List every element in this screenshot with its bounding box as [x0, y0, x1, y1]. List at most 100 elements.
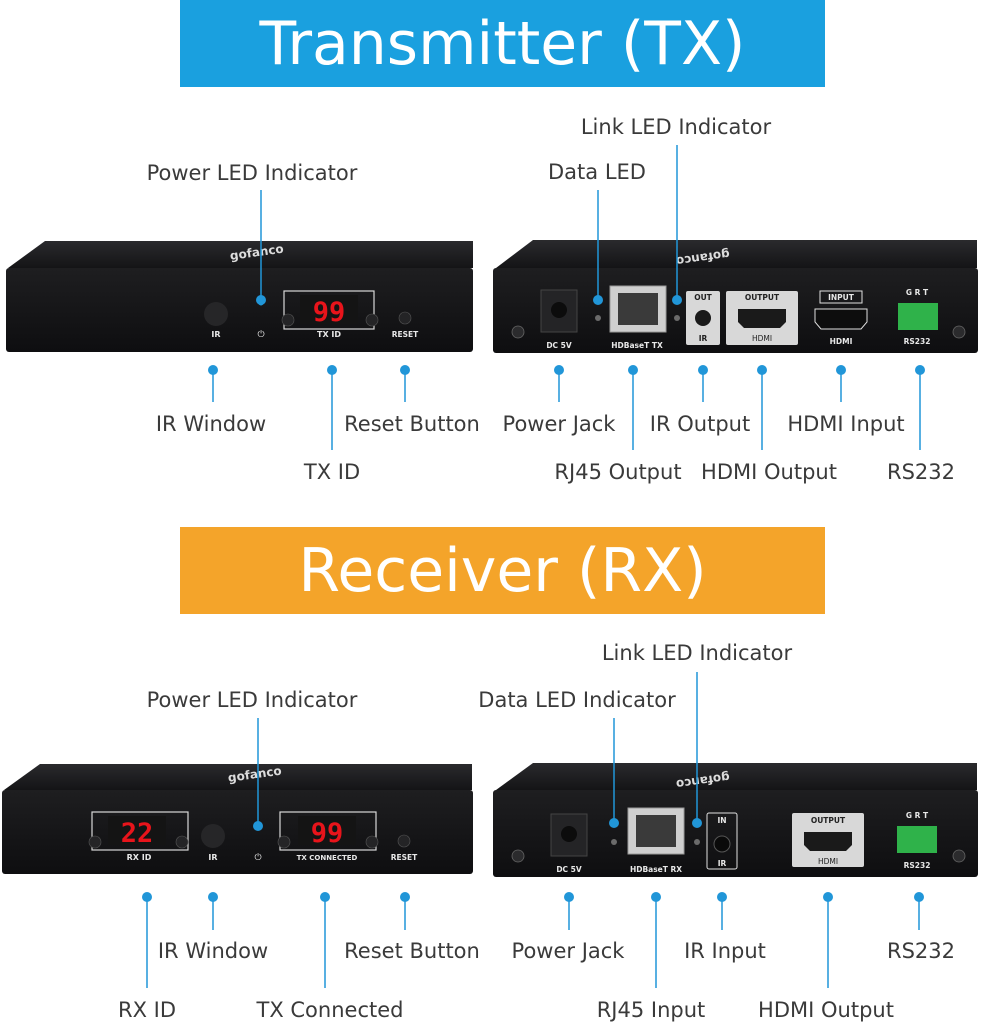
tx-data-led-callout: Data LED: [548, 160, 646, 184]
tx-power-jack-callout: Power Jack: [502, 412, 616, 436]
rx-link-led-dot: [692, 818, 702, 828]
rx-ir-in-frame: [706, 812, 738, 870]
rx-ir-window: [201, 824, 225, 848]
tx-rs232-dot: [915, 365, 925, 375]
tx-reset-dot: [400, 365, 410, 375]
tx-id-label: TX ID: [317, 330, 341, 339]
rx-hdbt-label: HDBaseT RX: [630, 865, 682, 874]
rx-id-display-value: 22: [121, 818, 154, 849]
rx-power-led-callout: Power LED Indicator: [146, 688, 358, 712]
tx-rear-screw-right: [952, 325, 966, 339]
rx-data-led-dot: [609, 818, 619, 828]
rx-rs232-terminal: [897, 826, 937, 853]
tx-hdmi-output-label: HDMI: [752, 334, 772, 343]
rx-front-face: [2, 790, 473, 874]
tx-hdmi-output-callout: HDMI Output: [701, 460, 837, 484]
tx-power-led-dot: [256, 295, 266, 305]
tx-hdmi-output-dot: [757, 365, 767, 375]
tx-link-led-callout: Link LED Indicator: [580, 115, 772, 139]
rx-ir-in-jack: [713, 835, 731, 853]
rx-power-jack-callout: Power Jack: [511, 939, 625, 963]
tx-front-device: gofanco IR ⏻ 99 TX ID RESET: [6, 241, 473, 352]
tx-connected-display: [298, 816, 356, 845]
rx-rs232-dot: [914, 892, 924, 902]
receiver-title: Receiver (RX): [298, 535, 707, 606]
tx-grt-label: G R T: [906, 288, 929, 297]
transmitter-title: Transmitter (TX): [259, 8, 746, 79]
tx-connected-up-button[interactable]: [365, 835, 379, 849]
rx-hdmi-output-label: HDMI: [818, 857, 838, 866]
tx-hdmi-input-port: [814, 308, 868, 330]
transmitter-title-banner: Transmitter (TX): [180, 0, 825, 87]
tx-id-display: [300, 295, 358, 324]
rx-reset-button[interactable]: [397, 834, 411, 848]
rx-ir-window-callout: IR Window: [157, 939, 269, 963]
tx-rs232-callout: RS232: [886, 460, 956, 484]
rx-dc-jack-hole: [561, 826, 577, 842]
tx-id-callout: TX ID: [303, 460, 361, 484]
rx-grt-label: G R T: [906, 811, 929, 820]
tx-dc-jack-hole: [551, 302, 567, 318]
rx-tx-connected-callout: TX Connected: [256, 998, 404, 1022]
rx-ir-label: IR: [208, 853, 217, 862]
rx-link-led: [694, 839, 700, 845]
rx-rear-top-surface: [496, 763, 977, 790]
tx-link-led: [674, 315, 680, 321]
rx-dc-label: DC 5V: [556, 865, 582, 874]
tx-id-dot: [327, 365, 337, 375]
tx-id-display-value: 99: [313, 297, 346, 328]
rx-rj45-dot: [651, 892, 661, 902]
rx-rear-screw-left: [511, 849, 525, 863]
tx-connected-display-value: 99: [311, 818, 344, 849]
rx-hdmi-output-callout: HDMI Output: [758, 998, 894, 1022]
tx-id-up-button[interactable]: [365, 313, 379, 327]
tx-rear-screw-left: [511, 325, 525, 339]
tx-ir-output-callout: IR Output: [649, 412, 751, 436]
tx-output-label: OUTPUT: [745, 293, 780, 302]
rx-power-led-dot: [253, 821, 263, 831]
rx-output-label: OUTPUT: [811, 816, 846, 825]
rx-reset-button-callout: Reset Button: [344, 939, 480, 963]
rx-front-top-surface: [4, 764, 472, 790]
rx-hdmi-output-dot: [823, 892, 833, 902]
rx-id-up-button[interactable]: [175, 835, 189, 849]
tx-rj45-dot: [628, 365, 638, 375]
rx-id-frame: [91, 811, 189, 851]
tx-data-led: [595, 315, 601, 321]
tx-id-down-button[interactable]: [281, 313, 295, 327]
tx-ir-window-dot: [208, 365, 218, 375]
rx-id-label: RX ID: [127, 853, 152, 862]
tx-connected-frame: [279, 811, 377, 851]
rx-data-led-callout: Data LED Indicator: [478, 688, 676, 712]
tx-callout-lines: [208, 145, 925, 450]
tx-power-icon: ⏻: [257, 329, 264, 340]
rx-callout-lines: [142, 672, 924, 988]
tx-ir-output-dot: [698, 365, 708, 375]
tx-hdmi-input-callout: HDMI Input: [787, 412, 905, 436]
tx-connected-label: TX CONNECTED: [297, 854, 358, 862]
tx-input-label: INPUT: [828, 293, 855, 302]
tx-rs232-label: RS232: [904, 337, 931, 346]
tx-rear-device: gofanco DC 5V HDBaseT TX OUT IR OUTPUT H…: [493, 240, 978, 353]
tx-out-label: OUT: [694, 293, 712, 302]
rx-rs232-label: RS232: [904, 861, 931, 870]
tx-hdbt-label: HDBaseT TX: [611, 341, 663, 350]
tx-connected-dot: [320, 892, 330, 902]
tx-power-jack-dot: [554, 365, 564, 375]
tx-reset-button[interactable]: [398, 311, 412, 325]
rx-in-label: IN: [717, 816, 726, 825]
tx-rear-top-surface: [496, 240, 977, 268]
rx-power-icon: ⏻: [254, 852, 261, 863]
tx-connected-down-button[interactable]: [277, 835, 291, 849]
tx-front-top-surface: [8, 241, 473, 268]
rx-id-down-button[interactable]: [88, 835, 102, 849]
tx-link-led-dot: [672, 295, 682, 305]
tx-hdmi-output-port: [738, 309, 786, 328]
rx-ir-input-dot: [717, 892, 727, 902]
rx-rj45-input-callout: RJ45 Input: [596, 998, 706, 1022]
tx-front-face: [6, 268, 473, 352]
rx-ir-window-dot: [208, 892, 218, 902]
rx-id-callout: RX ID: [117, 998, 177, 1022]
tx-input-label-frame: [819, 290, 863, 304]
tx-ir-out-label: IR: [699, 334, 708, 343]
